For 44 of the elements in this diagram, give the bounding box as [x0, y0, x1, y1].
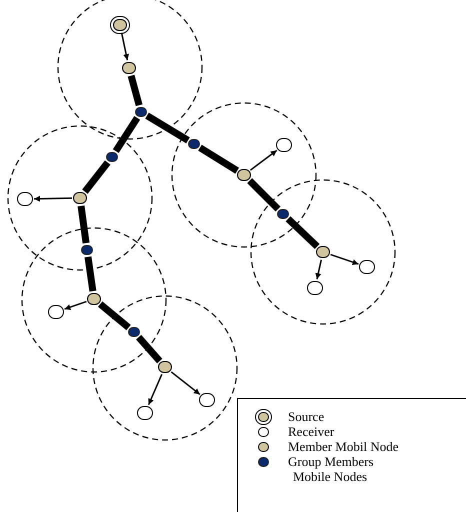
arrow [148, 374, 162, 406]
group-member-node [106, 152, 118, 162]
arrow [64, 300, 87, 310]
receiver-node [17, 192, 33, 206]
member-node [122, 62, 136, 74]
receiver-node [307, 281, 323, 295]
arrow [330, 254, 359, 265]
source-node [113, 19, 127, 31]
arrow [170, 371, 200, 396]
arrow [34, 196, 72, 202]
member-node [87, 293, 101, 305]
receiver-node [359, 260, 375, 274]
link-line [128, 74, 143, 106]
group-member-node [135, 107, 147, 117]
group-member-node [277, 209, 289, 219]
arrow [250, 150, 278, 171]
link-line [78, 205, 90, 244]
member-node [73, 192, 87, 204]
arrow [120, 32, 130, 60]
member-node [237, 169, 251, 181]
receiver-node [276, 138, 292, 152]
group-member-node [81, 245, 93, 255]
link-line [286, 216, 320, 250]
link-line [112, 116, 140, 154]
legend-label: Member Mobil Node [288, 439, 398, 454]
note-text: Mobile Nodes [293, 469, 368, 484]
link-line [145, 112, 190, 144]
receiver-node [199, 393, 215, 407]
member-node [316, 246, 330, 258]
link-line [84, 256, 96, 292]
group-member-node [128, 327, 140, 337]
link-line [136, 334, 162, 364]
member-node [158, 361, 172, 373]
legend-label: Source [288, 409, 324, 424]
link-line [247, 178, 281, 212]
group-member-node [188, 139, 200, 149]
legend-label: Group Members [288, 454, 374, 469]
arrow [315, 260, 322, 280]
link-line [98, 301, 131, 330]
link-line [82, 160, 110, 194]
legend-label: Receiver [288, 424, 334, 439]
link-line [198, 144, 240, 174]
receiver-node [137, 406, 153, 420]
receiver-node [48, 305, 64, 319]
